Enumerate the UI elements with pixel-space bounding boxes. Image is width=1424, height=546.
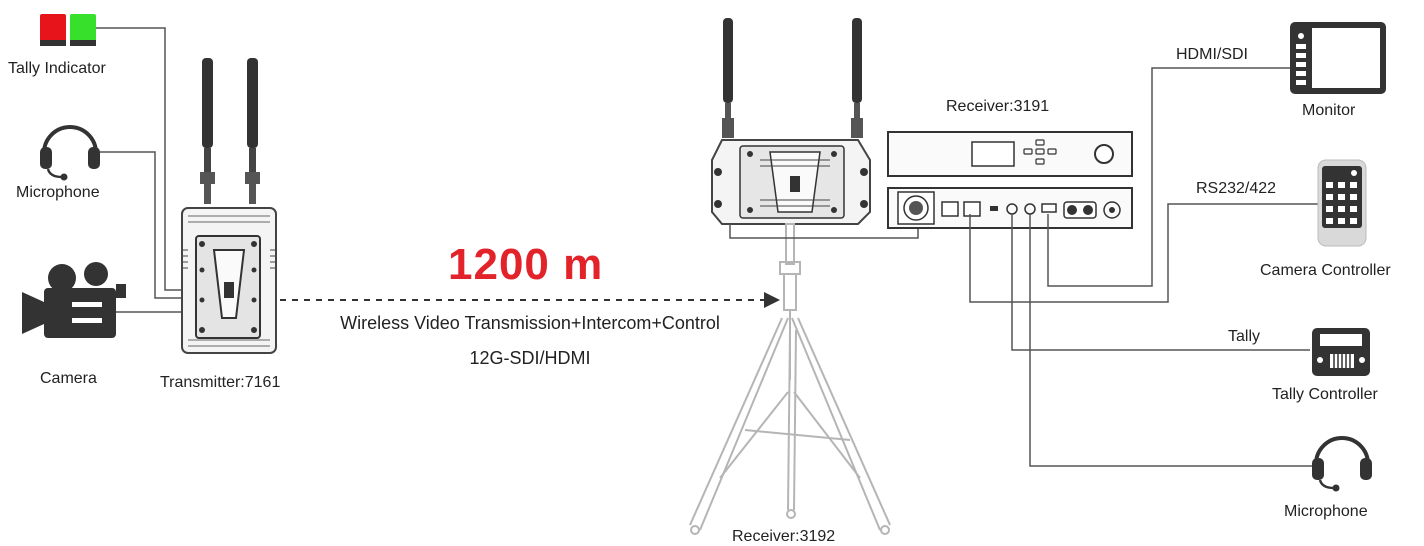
receiver-3191-label: Receiver:3191 [946, 98, 1050, 115]
transmitter-label: Transmitter:7161 [160, 374, 281, 391]
link-description-label: Wireless Video Transmission+Intercom+Con… [340, 313, 720, 333]
transmitter-device [181, 58, 277, 354]
receiver-3192-link-line [729, 224, 919, 239]
headset-icon [1312, 436, 1372, 492]
microphone-right-label: Microphone [1284, 503, 1368, 520]
receiver-3192-label: Receiver:3192 [732, 528, 836, 545]
receiver-3191-front-panel [887, 131, 1133, 177]
receiver-antenna-left [722, 18, 734, 138]
hdmi-sdi-line [1047, 67, 1290, 287]
tally-controller-line [1011, 214, 1310, 351]
receiver-3191-rear-panel [887, 187, 1133, 229]
microphone-left-label: Microphone [16, 184, 100, 201]
video-camera-icon [22, 262, 126, 338]
link-format-label: 12G-SDI/HDMI [469, 348, 591, 368]
tally-light-icon [40, 14, 96, 46]
rs232-label: RS232/422 [1196, 180, 1277, 197]
receiver-3192-device [711, 18, 871, 225]
tally-green-lamp [70, 14, 96, 44]
microphone-right-line [1029, 214, 1318, 467]
tally-indicator-label: Tally Indicator [8, 60, 106, 77]
camera-label: Camera [40, 370, 97, 387]
receiver-antenna-right [851, 18, 863, 138]
monitor-icon [1290, 22, 1386, 94]
rs232-line [969, 203, 1318, 303]
distance-label: 1200 m [448, 240, 604, 289]
tally-line [95, 27, 185, 291]
wireless-link-arrow [280, 292, 780, 308]
hdmi-sdi-label: HDMI/SDI [1176, 46, 1248, 63]
microphone-left-line [100, 151, 185, 299]
left-connection-lines [95, 27, 185, 313]
tally-red-lamp [40, 14, 66, 44]
tally-controller-label: Tally Controller [1272, 386, 1378, 403]
monitor-label: Monitor [1302, 102, 1356, 119]
tally-label: Tally [1228, 328, 1261, 345]
camera-controller-label: Camera Controller [1260, 262, 1391, 279]
tally-controller-icon [1312, 328, 1370, 376]
headset-icon [40, 125, 100, 181]
right-connection-lines [969, 67, 1318, 467]
camera-controller-icon [1317, 159, 1367, 247]
transmitter-antenna-left [200, 58, 215, 204]
transmitter-antenna-right [245, 58, 260, 204]
tripod [689, 223, 891, 535]
